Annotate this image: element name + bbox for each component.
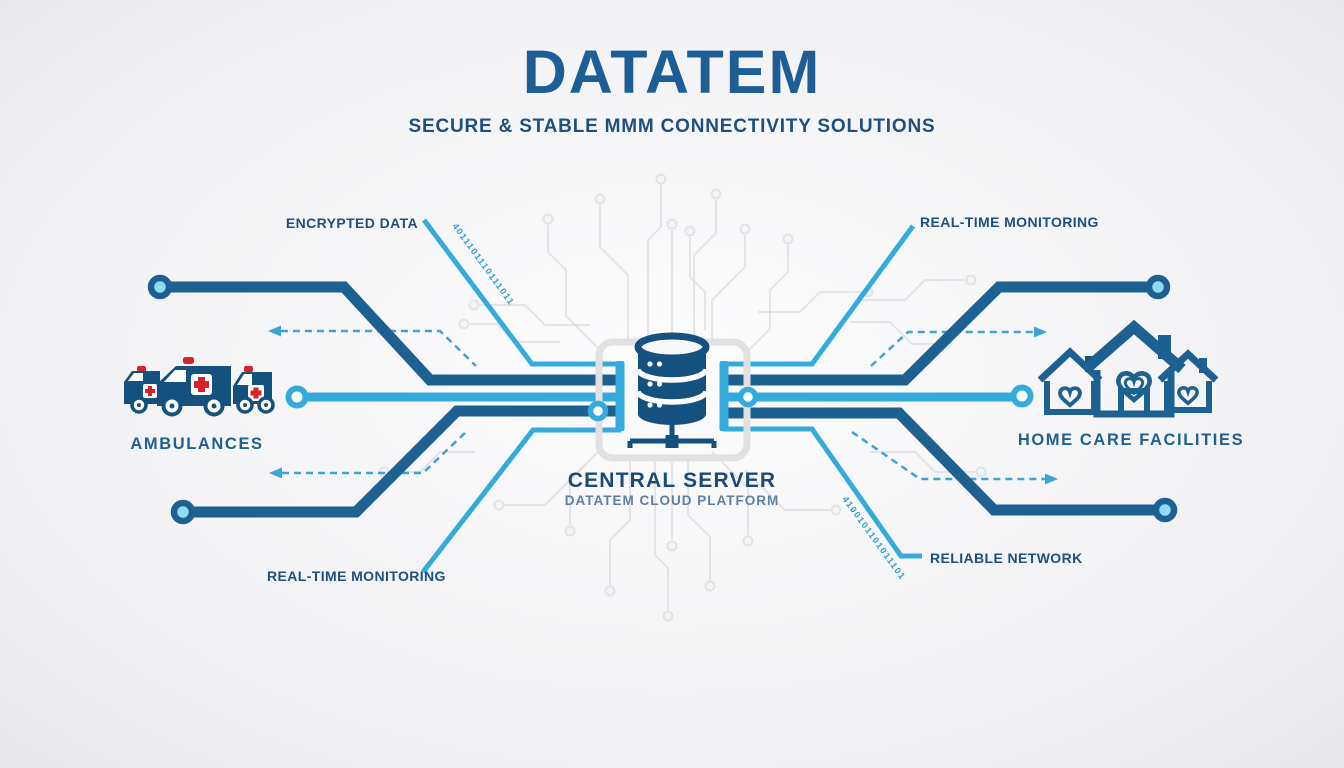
ambulances-icon	[124, 357, 275, 417]
node-top-right	[1145, 274, 1171, 300]
header: DATATEM SECURE & STABLE MMM CONNECTIVITY…	[0, 42, 1344, 138]
connection-nodes	[147, 274, 1178, 525]
home-care-icon	[1037, 319, 1219, 418]
arrow-left-top-icon	[268, 325, 281, 337]
label-connector-lines	[421, 218, 922, 574]
link-top-right	[723, 281, 1158, 386]
ambulances-label: AMBULANCES	[130, 435, 263, 453]
binary-text-bottom-right: 4100101101011101	[840, 494, 907, 582]
realtime-monitoring-top-label: REAL-TIME MONITORING	[920, 214, 1099, 230]
reliable-network-line	[723, 426, 922, 559]
ambulance-van-small-left	[124, 366, 160, 414]
home-care-label: HOME CARE FACILITIES	[1018, 431, 1244, 449]
arrow-right-bottom-icon	[1045, 473, 1058, 485]
dashed-flow-lines	[268, 325, 1058, 485]
page-title: DATATEM	[522, 38, 822, 106]
server-right-bar	[719, 361, 729, 431]
realtime-monitoring-bottom-label: REAL-TIME MONITORING	[267, 568, 446, 584]
link-top-left	[160, 281, 621, 386]
node-bottom-left	[170, 499, 196, 525]
node-server-left	[587, 400, 609, 422]
encrypted-data-label: ENCRYPTED DATA	[286, 215, 418, 231]
node-mid-right	[1010, 384, 1034, 408]
circuit-pattern	[378, 173, 987, 622]
database-icon	[627, 332, 717, 448]
realtime-top-line	[723, 224, 916, 367]
main-links	[160, 281, 1165, 518]
arrow-right-top-icon	[1034, 326, 1047, 338]
ambulance-van-small-right	[233, 366, 275, 414]
node-top-left	[147, 274, 173, 300]
page-subtitle: SECURE & STABLE MMM CONNECTIVITY SOLUTIO…	[408, 116, 936, 137]
node-mid-left	[285, 385, 309, 409]
arrow-left-bottom-icon	[269, 467, 282, 479]
realtime-bottom-line	[421, 427, 621, 574]
house-large-center	[1082, 319, 1186, 418]
encrypted-data-line	[422, 218, 621, 367]
link-bottom-right	[723, 407, 1165, 516]
central-server-subtitle: DATATEM CLOUD PLATFORM	[565, 493, 779, 508]
server-left-bar	[615, 361, 625, 431]
ambulance-van-main	[157, 357, 231, 417]
link-bottom-left	[183, 405, 621, 518]
central-server	[595, 332, 751, 462]
node-server-right	[737, 386, 759, 408]
node-bottom-right	[1152, 497, 1178, 523]
reliable-network-label: RELIABLE NETWORK	[930, 550, 1083, 566]
central-server-title: CENTRAL SERVER	[568, 469, 777, 492]
